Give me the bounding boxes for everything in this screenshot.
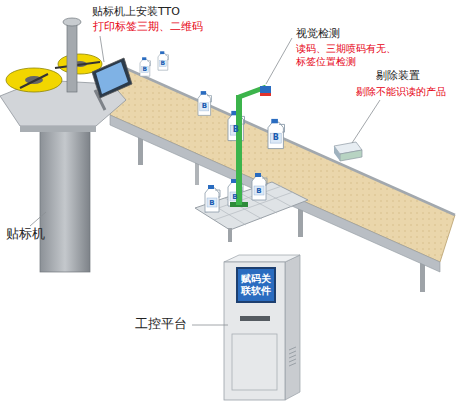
- bottle: [205, 185, 220, 212]
- callout-title: 视觉检测: [296, 27, 340, 41]
- labelling-machine: [92, 58, 132, 98]
- reject-tray: [195, 182, 308, 230]
- control-kiosk: [224, 262, 285, 400]
- control-kiosk: [240, 316, 270, 321]
- leader-line: [100, 36, 104, 62]
- callout-note: 读码、三期喷码有无、 标签位置检测: [296, 43, 402, 68]
- labelling-machine: [40, 122, 90, 272]
- vision-camera: [230, 86, 271, 207]
- reject-tray: [195, 182, 308, 242]
- labelling-machine: [67, 22, 77, 92]
- leader-line: [266, 38, 292, 84]
- control-kiosk: [224, 255, 300, 262]
- kiosk-screen: 赋码关联软件: [236, 267, 276, 303]
- bottle-mark: B: [232, 193, 237, 200]
- labelling-machine: [20, 126, 96, 132]
- bottle-mark: B: [161, 60, 166, 66]
- leader-line: [352, 100, 380, 143]
- labelling-machine: [20, 62, 100, 88]
- leader-line: [192, 325, 228, 326]
- bottle-mark: B: [209, 199, 214, 206]
- callout-title: 贴标机上安装TTO: [92, 5, 180, 19]
- leader-line: [30, 212, 46, 226]
- callout-title: 剔除装置: [376, 69, 420, 83]
- bottle: [158, 51, 169, 70]
- control-kiosk: [289, 347, 296, 366]
- conveyor-belt: [110, 68, 455, 262]
- part-name: 贴标机: [6, 226, 45, 242]
- labelling-machine: [63, 18, 81, 26]
- labelling-machine: [0, 18, 132, 272]
- control-kiosk: [285, 255, 300, 400]
- bottle: [140, 57, 151, 76]
- callout-note: 打印标签三期、二维码: [93, 20, 203, 34]
- bottle-mark: B: [202, 103, 207, 110]
- leader-line: [30, 36, 380, 325]
- control-kiosk: [224, 255, 300, 400]
- bottle-mark: B: [143, 66, 148, 72]
- conveyor-belt: [110, 115, 440, 272]
- bottle-mark: B: [233, 126, 239, 134]
- conveyor-belt: [110, 68, 455, 272]
- bottle: [198, 91, 212, 115]
- reject-tray: [228, 228, 232, 242]
- bottle: [252, 173, 267, 200]
- bottle: [268, 119, 285, 149]
- reject-tray: [204, 186, 293, 225]
- vision-camera: [260, 93, 271, 96]
- part-name: 工控平台: [135, 316, 187, 332]
- control-kiosk: [232, 334, 277, 390]
- callout-note: 剔除不能识读的产品: [356, 86, 446, 99]
- bottle-mark: B: [273, 134, 279, 142]
- bottle-mark: B: [256, 187, 261, 194]
- reject-device: [334, 146, 340, 161]
- screen-text: 赋码关联软件: [238, 273, 274, 297]
- reject-device: [334, 142, 362, 161]
- reject-device: [340, 150, 362, 161]
- labelling-machine: [96, 62, 128, 94]
- vision-camera: [260, 86, 271, 96]
- vision-camera: [236, 95, 242, 205]
- bottle: [140, 51, 285, 212]
